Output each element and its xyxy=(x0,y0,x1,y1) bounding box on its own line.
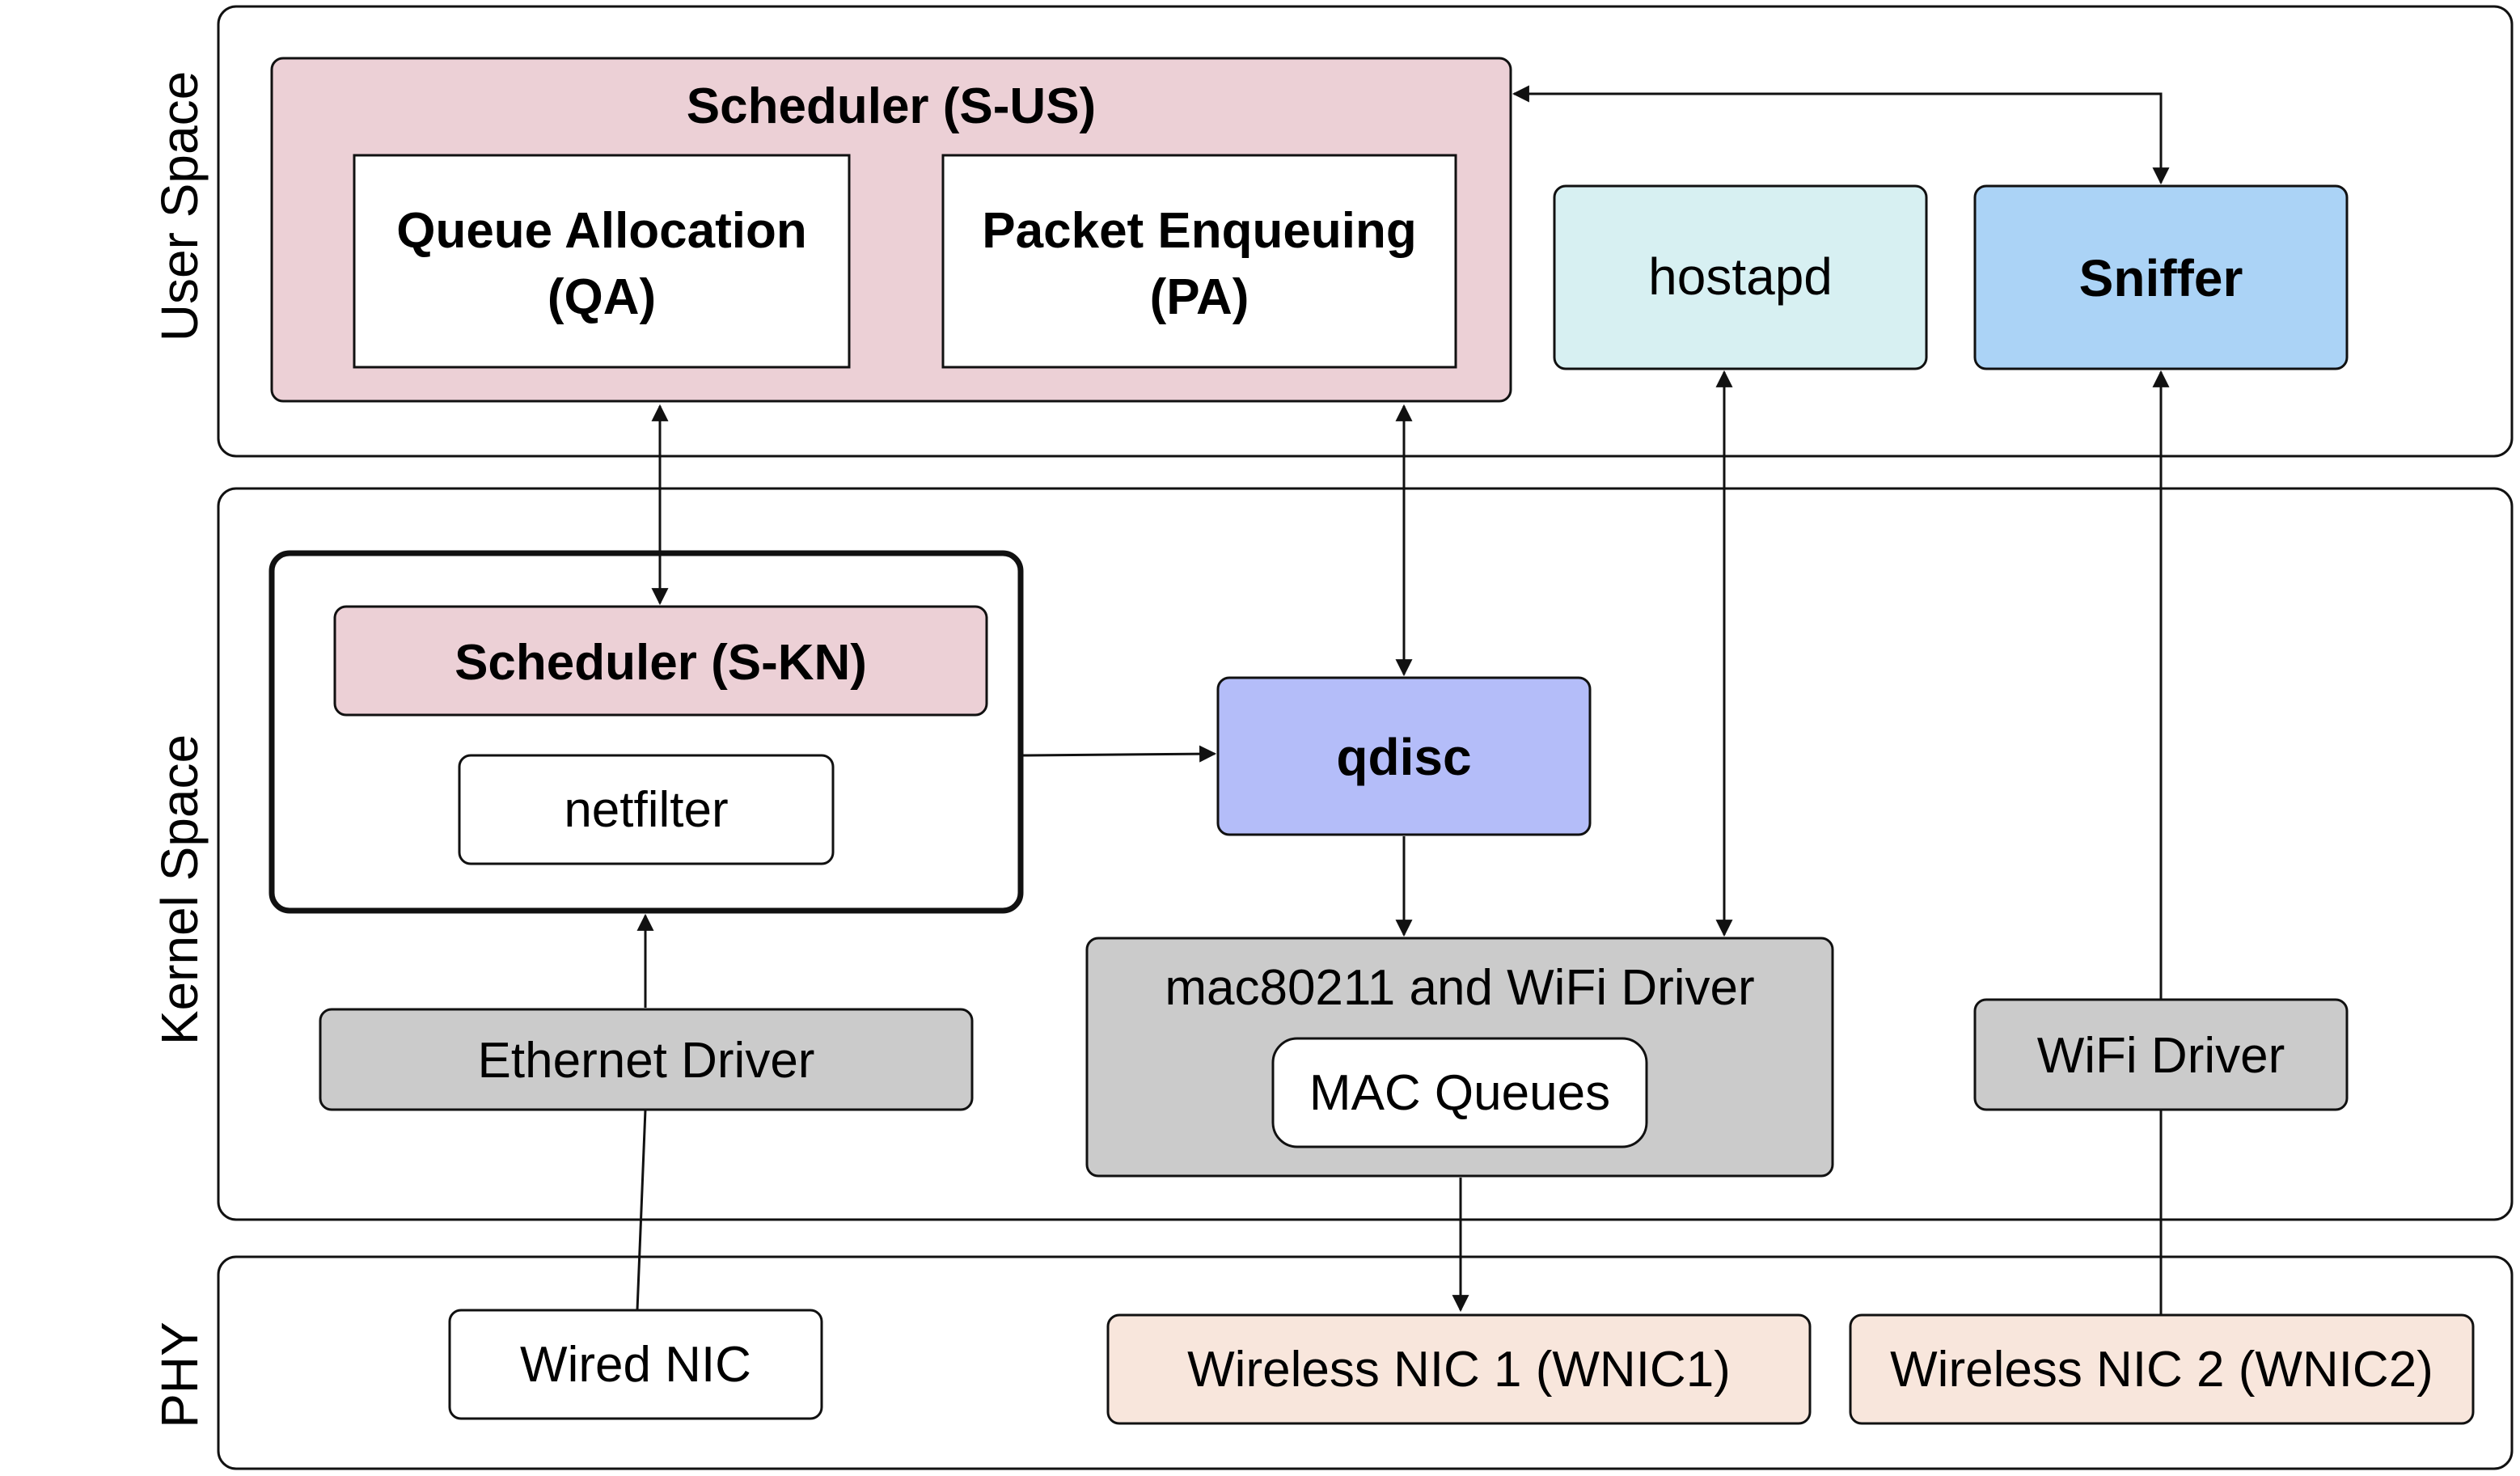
packet-enqueuing-box xyxy=(941,154,1457,369)
hostapd-box xyxy=(1553,184,1928,370)
mac-queues-box xyxy=(1271,1037,1648,1148)
ethernet-driver-label: Ethernet Driver xyxy=(478,1033,815,1089)
wnic1-box xyxy=(1106,1313,1812,1425)
queue-allocation-abbrev: (QA) xyxy=(548,269,656,325)
netfilter-label: netfilter xyxy=(564,782,728,838)
netfilter-box xyxy=(458,754,835,865)
kernel-space-label: Kernel Space xyxy=(150,734,209,1045)
queue-allocation-box xyxy=(353,154,851,369)
hostapd-label: hostapd xyxy=(1648,247,1833,306)
qdisc-label: qdisc xyxy=(1336,728,1471,786)
ethernet-driver-box xyxy=(319,1008,974,1111)
scheduler-kn-box xyxy=(333,605,988,717)
mac-queues-label: MAC Queues xyxy=(1309,1065,1610,1121)
mac80211-label: mac80211 and WiFi Driver xyxy=(1165,960,1754,1016)
arrow-skn-qdisc xyxy=(1021,745,1217,763)
packet-enqueuing-label: Packet Enqueuing xyxy=(982,203,1416,259)
packet-enqueuing-abbrev: (PA) xyxy=(1150,269,1249,325)
wnic2-label: Wireless NIC 2 (WNIC2) xyxy=(1890,1342,2433,1398)
qdisc-box xyxy=(1216,676,1592,836)
wifi-driver-label: WiFi Driver xyxy=(2037,1028,2285,1084)
phy-label: PHY xyxy=(150,1322,209,1428)
wired-nic-label: Wired NIC xyxy=(520,1337,751,1393)
wnic1-label: Wireless NIC 1 (WNIC1) xyxy=(1187,1342,1731,1398)
scheduler-us-title: Scheduler (S-US) xyxy=(687,78,1096,134)
scheduler-kn-label: Scheduler (S-KN) xyxy=(455,635,867,691)
line-wirednic-ethernet xyxy=(636,1109,647,1311)
sniffer-box xyxy=(1973,184,2349,370)
user-space-label: User Space xyxy=(150,71,209,341)
wired-nic-box xyxy=(448,1309,823,1420)
sniffer-label: Sniffer xyxy=(2079,249,2243,307)
queue-allocation-label: Queue Allocation xyxy=(396,203,807,259)
arrow-sus-sniffer xyxy=(1512,85,2170,185)
